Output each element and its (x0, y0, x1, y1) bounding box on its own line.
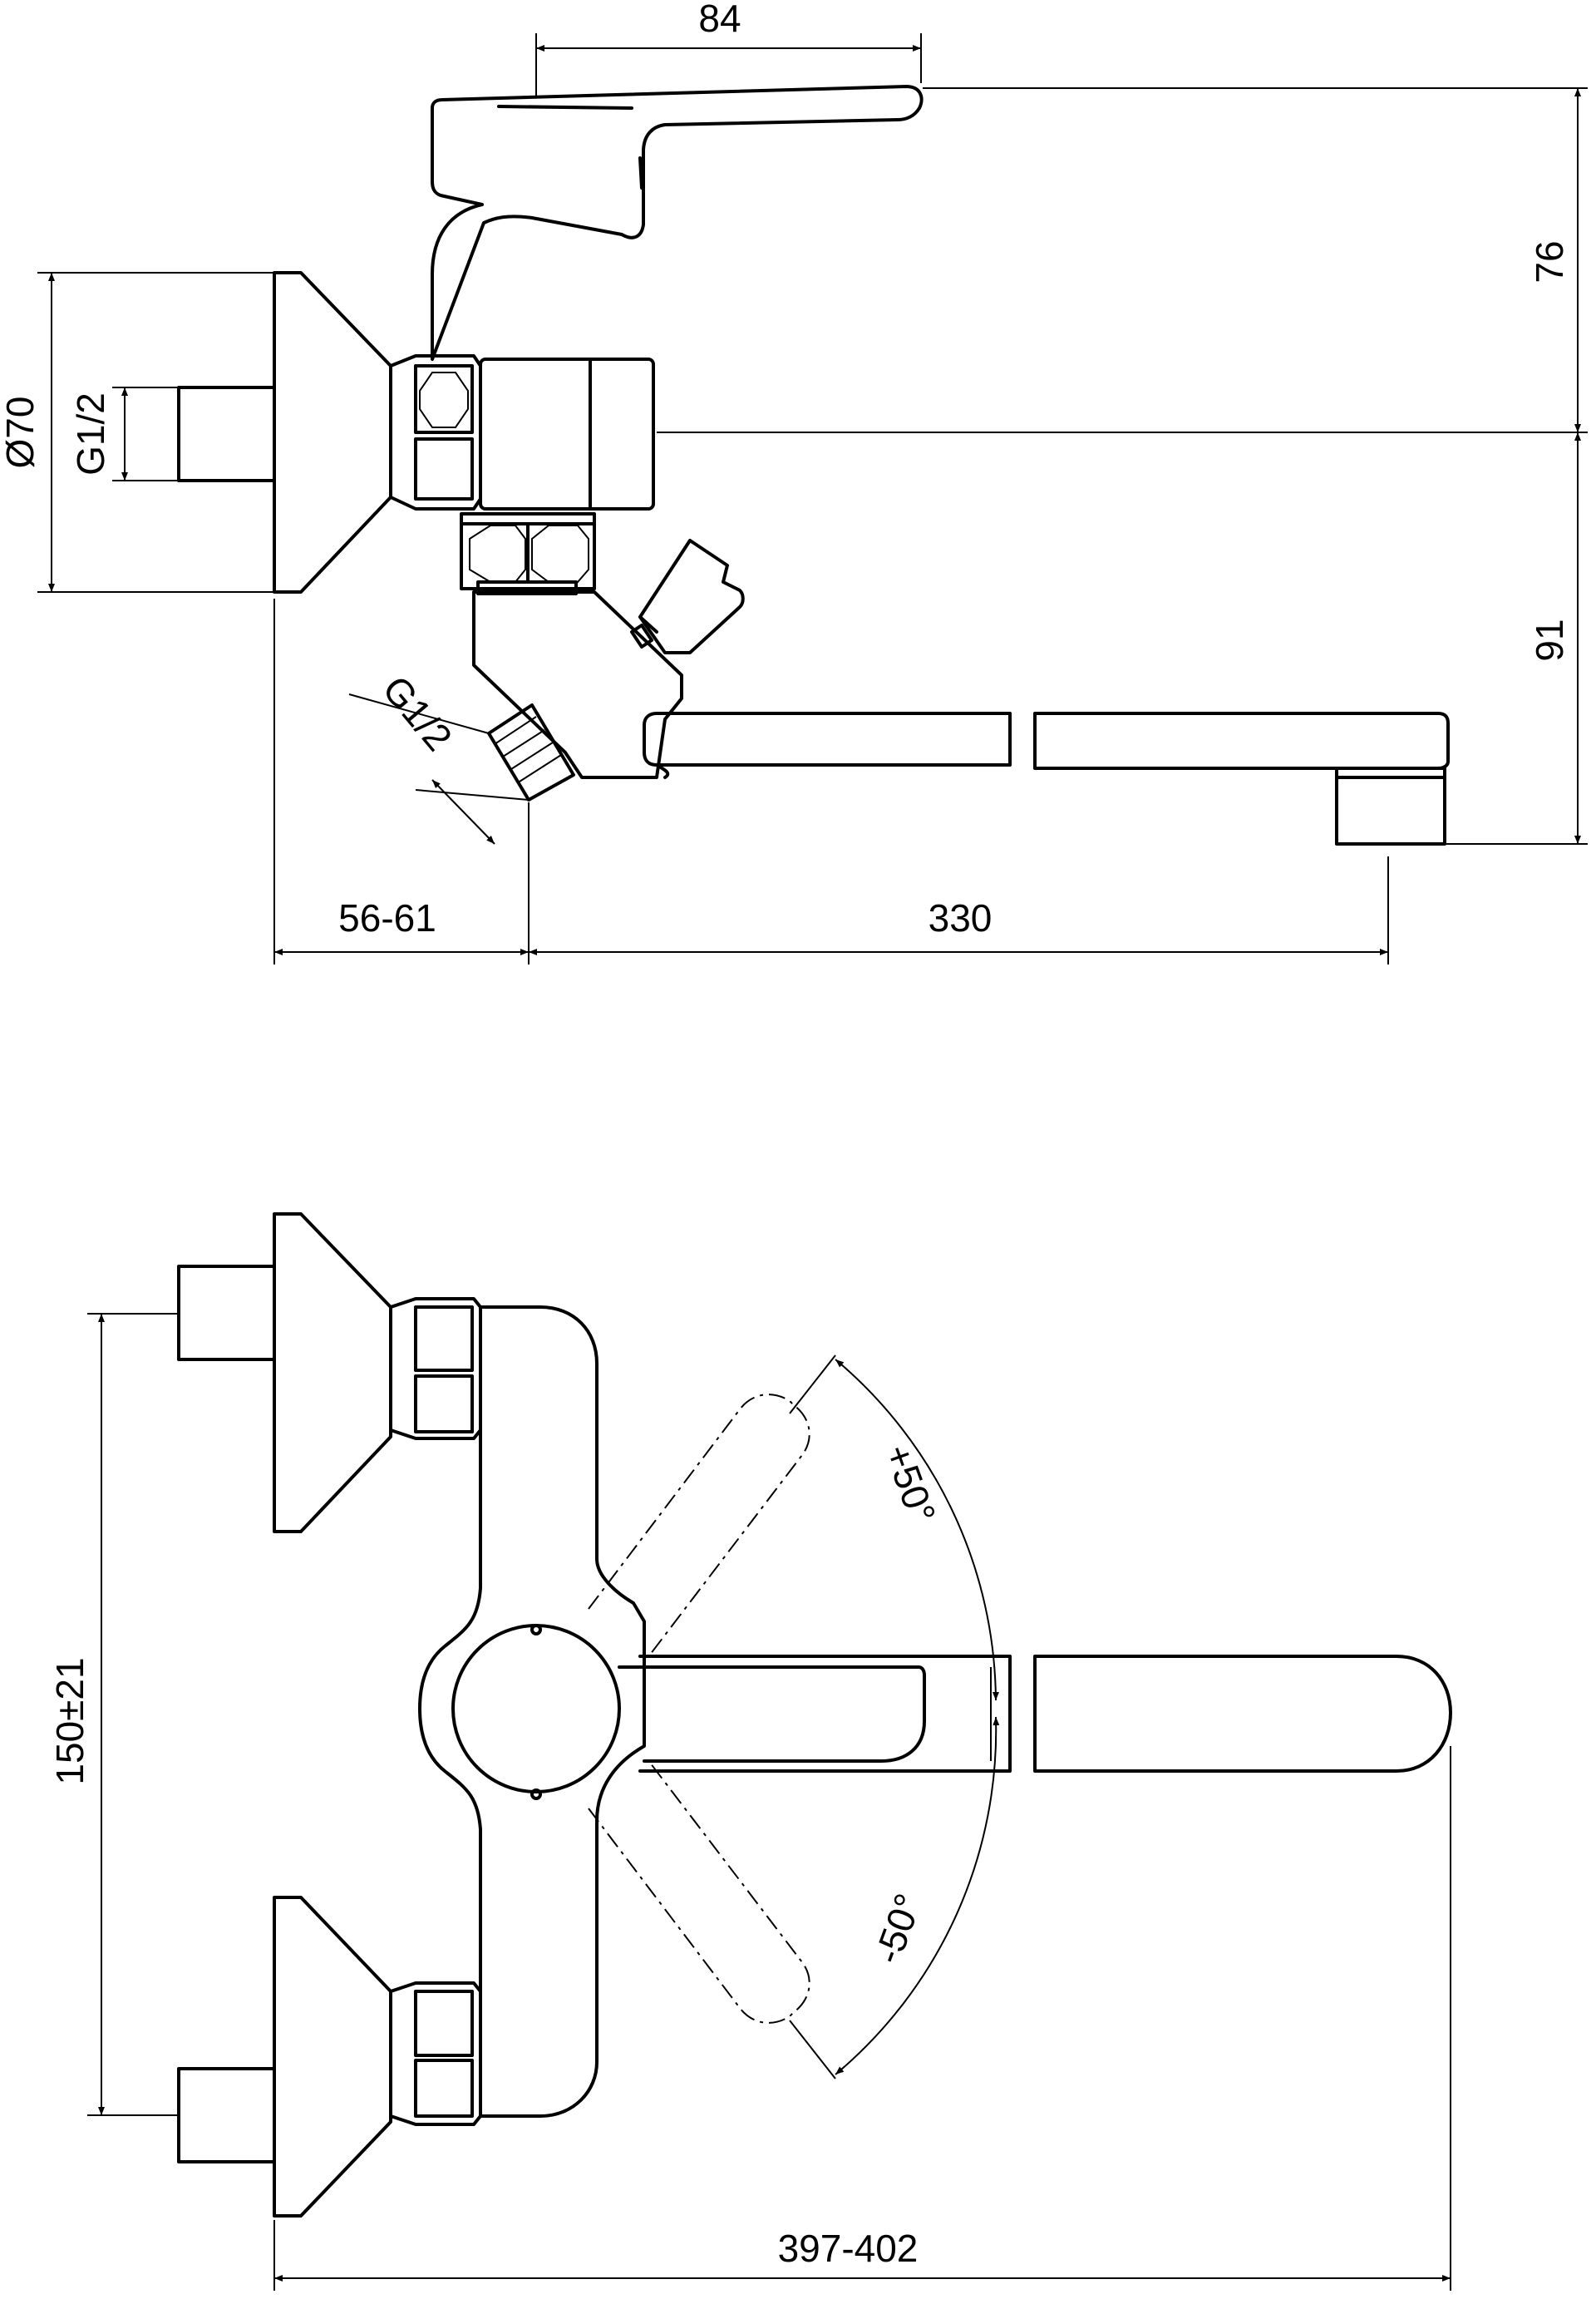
top-spout (638, 1655, 1012, 1773)
side-lower-nut (460, 512, 596, 590)
dim-76-label: 76 (1528, 240, 1571, 283)
dim-397-402-label: 397-402 (778, 2227, 919, 2270)
side-view-dimensions: 84 76 91 Ø70 G1/2 G1/2 56-61 330 (0, 0, 1588, 964)
side-lever-handle (431, 85, 924, 361)
dim-150-label: 150±21 (48, 1657, 91, 1784)
top-escutcheon-upper (273, 1212, 392, 1533)
top-inlet-upper (177, 1265, 276, 1361)
top-body (418, 1305, 646, 2118)
top-inlet-lower (177, 2067, 276, 2163)
top-view-dimensions: 150±21 +50° -50° 397-402 (48, 1313, 1451, 2291)
side-view (177, 85, 1450, 846)
side-inlet-pipe (177, 386, 276, 482)
top-lever-ghost-plus50 (588, 1394, 810, 1655)
side-spout (643, 712, 1012, 767)
dim-330-label: 330 (929, 896, 993, 940)
side-shower-outlet (487, 703, 575, 802)
side-diverter-body (472, 590, 683, 779)
angle-arc-plus (835, 1359, 999, 1701)
dim-91-label: 91 (1528, 619, 1571, 661)
top-lever-ghost-minus50 (588, 1762, 810, 2024)
side-body (479, 358, 655, 511)
dim-minus50-label: -50° (865, 1888, 930, 1970)
top-lever-hub (451, 1624, 621, 1793)
top-escutcheon-lower (273, 1896, 392, 2218)
side-escutcheon (273, 271, 392, 594)
dim-56-61-label: 56-61 (338, 896, 436, 940)
top-lever (618, 1665, 926, 1763)
angle-arc-minus (835, 1716, 1000, 2075)
dim-dia70-label: Ø70 (0, 397, 42, 469)
side-diverter-knob (638, 539, 745, 654)
dim-g12-inlet-label: G1/2 (69, 392, 112, 476)
top-view (177, 1212, 1452, 2218)
dim-plus50-label: +50° (876, 1438, 944, 1528)
side-aerator (1335, 767, 1446, 846)
dim-g12-diagonal-label: G1/2 (374, 668, 461, 759)
dim-84-label: 84 (698, 0, 741, 40)
